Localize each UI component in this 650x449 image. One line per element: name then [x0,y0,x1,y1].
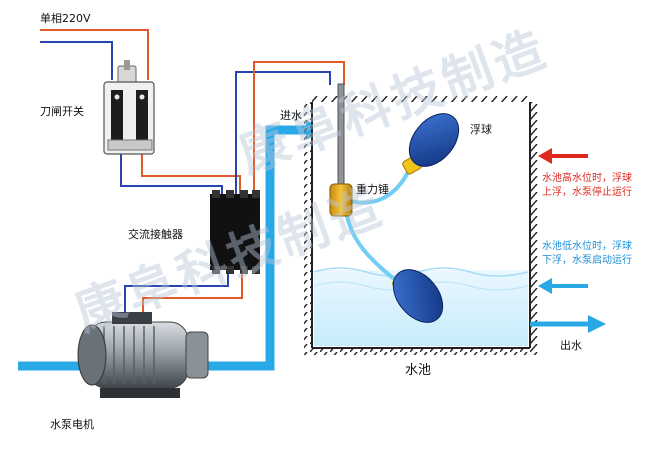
note-high-line-1: 水池高水位时，浮球 [542,173,632,184]
note-high-line-2: 上浮，水泵停止运行 [542,187,632,198]
low-level-arrow [538,278,552,294]
switch-to-contactor-wires [120,152,241,196]
label-counterweight: 重力锤 [356,183,389,196]
label-tank: 水池 [405,363,432,378]
wire-blue-c [124,268,229,320]
note-low-line-1: 水池低水位时，浮球 [542,241,632,252]
wire-red-b [253,61,345,196]
power-wire-blue [40,41,113,80]
counterweight [329,183,353,217]
outlet-arrow [588,315,606,333]
ac-contactor [210,190,260,274]
pump-motor [77,312,209,398]
power-wires [40,29,149,80]
label-contactor: 交流接触器 [128,228,183,241]
wire-blue-a [120,152,223,196]
knife-switch [103,60,155,155]
label-pump: 水泵电机 [50,418,94,431]
wire-red-a [141,152,241,196]
high-level-arrow [538,148,552,164]
float-cable-lower [344,209,400,284]
note-low-level: 水池低水位时，浮球 下浮，水泵启动运行 [542,240,648,268]
power-wire-red [40,29,149,80]
wire-red-c [142,268,243,320]
wire-blue-b [235,71,331,196]
label-inlet: 进水 [280,109,302,122]
float-cable-upper [345,167,412,205]
contactor-to-float-wires [235,61,345,196]
float-low [392,269,444,323]
label-knife-switch: 刀闸开关 [40,105,84,118]
float-rod [337,83,345,185]
note-low-line-2: 下浮，水泵启动运行 [542,255,632,266]
side-arrows [530,148,606,333]
label-power: 单相220V [40,12,91,25]
label-float: 浮球 [470,123,492,136]
note-high-level: 水池高水位时，浮球 上浮，水泵停止运行 [542,172,648,200]
float-high [402,113,460,175]
contactor-to-pump-wires [124,268,243,320]
label-outlet: 出水 [560,339,582,352]
float-switch-assembly [329,83,460,323]
